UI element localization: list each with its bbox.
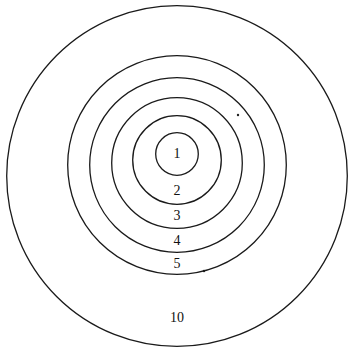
ring-number: 2 xyxy=(132,183,222,199)
ring-circle xyxy=(112,98,243,229)
ring-number: 10 xyxy=(6,310,348,326)
target-ring: 54321 xyxy=(67,55,287,275)
ring-outline xyxy=(89,77,265,253)
ring-circle xyxy=(68,56,287,275)
ring-number: 3 xyxy=(111,208,243,224)
ring-number: 1 xyxy=(155,146,199,162)
target-ring: 1 xyxy=(155,132,199,176)
ring-circle xyxy=(156,133,199,176)
ring-circle xyxy=(90,78,265,253)
target-ring: 321 xyxy=(111,97,243,229)
ring-number: 5 xyxy=(67,256,287,272)
ring-circle xyxy=(7,6,348,347)
target-ring: 1054321 xyxy=(6,5,348,347)
target-ring: 4321 xyxy=(89,77,265,253)
ring-number: 4 xyxy=(89,233,265,249)
ring-circle xyxy=(133,116,222,205)
target-ring: 21 xyxy=(132,115,222,205)
dot xyxy=(237,114,239,116)
